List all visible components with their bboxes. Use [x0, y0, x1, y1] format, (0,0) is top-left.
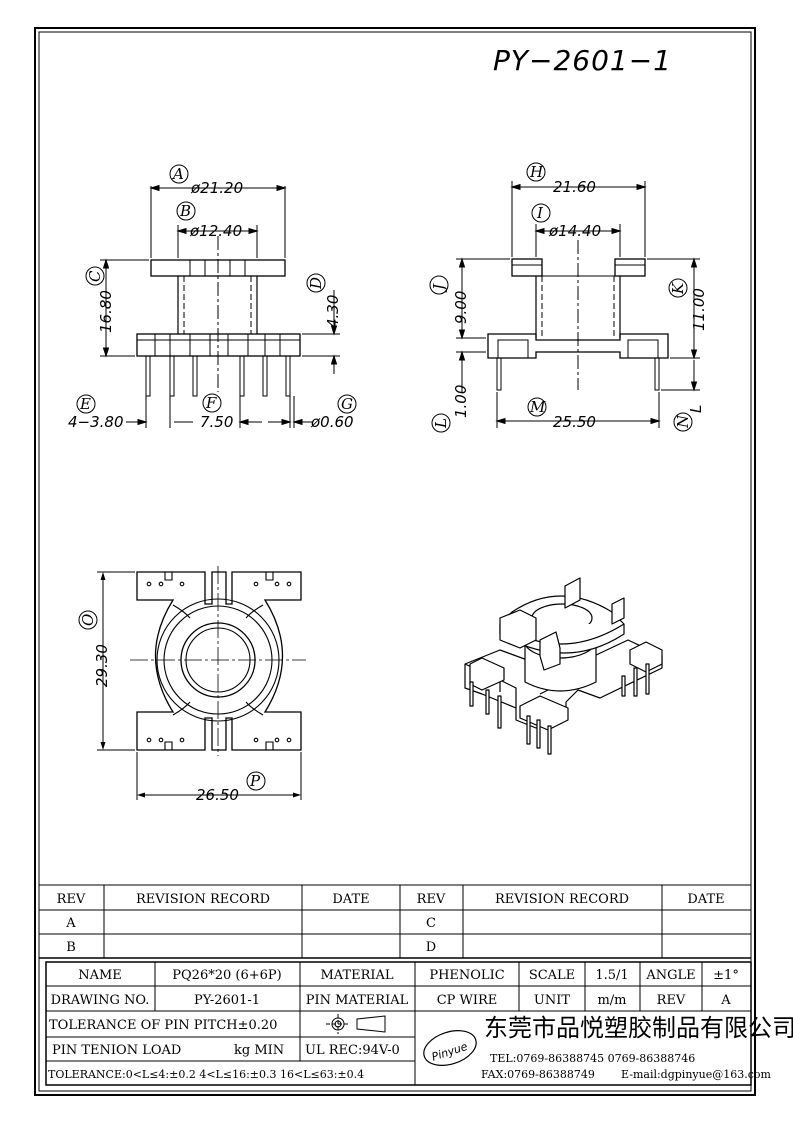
drawing-no-label: DRAWING NO. [51, 993, 150, 1008]
dim-p-value: 26.50 [196, 786, 239, 804]
dim-l-value: 1.00 [452, 385, 470, 418]
company-fax: FAX:0769-86388749 [481, 1068, 595, 1081]
bottom-view-labels: O 29.30 P 26.50 [78, 610, 266, 804]
rev-cell-b: B [66, 940, 76, 955]
dim-b-value: ø12.40 [189, 222, 242, 240]
revision-table [39, 884, 751, 959]
material-label: MATERIAL [320, 968, 393, 983]
title-block [45, 961, 752, 1086]
marker-f: F [205, 394, 217, 412]
ul-rec: UL REC:94V-0 [305, 1043, 400, 1058]
rev-cell-c: C [426, 916, 436, 931]
side-view-markers: H I J K L M N L [429, 162, 705, 433]
pinyue-logo: Pinyue [423, 1030, 477, 1066]
scale-value: 1.5/1 [595, 968, 628, 983]
rev-cell-a: A [65, 916, 76, 931]
rev-value: A [720, 993, 731, 1008]
date-header-2: DATE [687, 892, 724, 907]
rev-cell-d: D [426, 940, 436, 955]
dim-f-value: 7.50 [200, 413, 233, 431]
pin-material-value: CP WIRE [437, 993, 498, 1008]
marker-j: J [430, 283, 448, 293]
revision-record-header-1: REVISION RECORD [136, 892, 270, 907]
title-block-text: NAME PQ26*20 (6+6P) MATERIAL PHENOLIC SC… [48, 968, 739, 1081]
name-value: PQ26*20 (6+6P) [172, 968, 281, 983]
marker-b: B [179, 202, 191, 220]
rev-header-1: REV [57, 892, 86, 907]
dim-m-value: 25.50 [553, 413, 596, 431]
dim-h-value: 21.60 [553, 178, 596, 196]
outer-border [34, 27, 756, 1096]
unit-value: m/m [597, 993, 626, 1008]
marker-m: M [529, 398, 546, 416]
company-email: E-mail:dgpinyue@163.com [621, 1068, 771, 1081]
drawing-number: PY−2601−1 [493, 44, 672, 77]
marker-l: L [432, 418, 450, 429]
marker-i: I [536, 204, 544, 222]
marker-a: A [171, 165, 184, 183]
side-view-dims: 21.60 ø14.40 9.00 11.00 1.00 25.50 [452, 178, 708, 431]
company-name: 东莞市品悦塑胶制品有限公司 [484, 1014, 793, 1042]
marker-d: D [307, 277, 325, 290]
dim-n-label: L [687, 405, 705, 413]
dim-k-value: 11.00 [690, 288, 708, 331]
dim-o-value: 29.30 [93, 644, 111, 687]
pin-material-label: PIN MATERIAL [306, 993, 409, 1008]
rev-label: REV [657, 993, 686, 1008]
name-label: NAME [78, 968, 122, 983]
dim-e-value: 4−3.80 [68, 413, 124, 431]
side-view [456, 181, 700, 428]
dim-a-value: ø21.20 [190, 179, 243, 197]
tolerance-line: TOLERANCE:0<L≤4:±0.2 4<L≤16:±0.3 16<L≤63… [48, 1068, 364, 1081]
drawing-no-value: PY-2601-1 [194, 993, 260, 1008]
unit-label: UNIT [534, 993, 570, 1008]
dim-i-value: ø14.40 [548, 222, 601, 240]
marker-o: O [79, 614, 97, 626]
dim-g-value: ø0.60 [310, 413, 354, 431]
marker-k: K [669, 282, 687, 295]
front-view [100, 184, 340, 428]
date-header-1: DATE [332, 892, 369, 907]
marker-n: N [674, 414, 692, 429]
revision-record-header-2: REVISION RECORD [495, 892, 629, 907]
projection-symbol-icon [326, 1014, 386, 1034]
marker-e: E [79, 395, 91, 413]
dim-j-value: 9.00 [452, 291, 470, 324]
pin-tension-label: PIN TENION LOAD [52, 1043, 181, 1058]
rev-header-2: REV [417, 892, 446, 907]
dim-d-value: 4.30 [324, 295, 342, 328]
marker-c: C [86, 270, 104, 282]
company-tel: TEL:0769-86388745 0769-86388746 [490, 1052, 695, 1065]
dim-c-value: 16.80 [97, 290, 115, 333]
front-view-dims: ø21.20 ø12.40 16.80 4.30 4−3.80 7.50 ø0.… [68, 179, 354, 431]
material-value: PHENOLIC [429, 968, 504, 983]
tolerance-pitch: TOLERANCE OF PIN PITCH±0.20 [49, 1018, 277, 1033]
company-info: 东莞市品悦塑胶制品有限公司 TEL:0769-86388745 0769-863… [481, 1014, 793, 1081]
marker-g: G [341, 395, 353, 413]
angle-value: ±1° [713, 968, 739, 983]
inner-border [38, 31, 752, 1092]
front-view-markers: A B C D E F G [76, 164, 357, 414]
scale-label: SCALE [529, 968, 575, 983]
isometric-view [464, 577, 663, 755]
revision-table-text: REV REVISION RECORD DATE REV REVISION RE… [57, 892, 725, 955]
angle-label: ANGLE [645, 968, 695, 983]
pin-tension-unit: kg MIN [234, 1043, 284, 1058]
bottom-view [97, 566, 306, 800]
marker-p: P [249, 772, 261, 790]
marker-h: H [529, 163, 544, 181]
